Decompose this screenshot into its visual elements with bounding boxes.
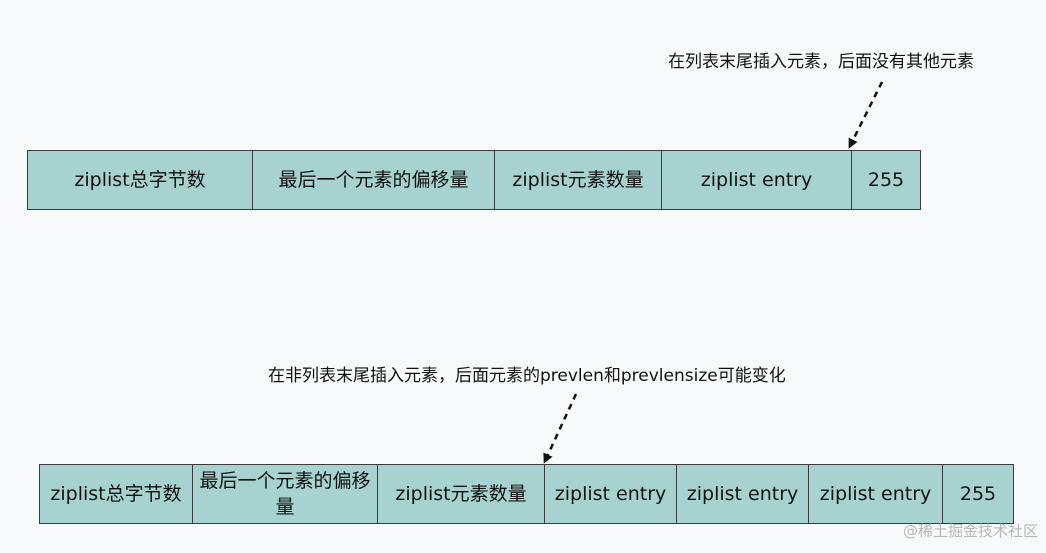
zlend-cell: 255 [942,464,1014,524]
caption-append-at-end: 在列表末尾插入元素，后面没有其他元素 [668,52,974,72]
insert-position-arrow-2 [543,393,578,464]
zllen-cell: ziplist元素数量 [377,464,545,524]
ziplist-layout-2: ziplist总字节数 最后一个元素的偏移量 ziplist元素数量 zipli… [39,464,1014,524]
zlend-cell: 255 [851,150,921,210]
entry-cell: ziplist entry [808,464,943,524]
zltail-cell: 最后一个元素的偏移量 [192,464,378,524]
zltail-cell: 最后一个元素的偏移量 [252,150,495,210]
entry-cell: ziplist entry [661,150,852,210]
caption-insert-in-middle: 在非列表末尾插入元素，后面元素的prevlen和prevlensize可能变化 [268,366,786,386]
entry-cell: ziplist entry [676,464,809,524]
entry-cell: ziplist entry [544,464,677,524]
watermark: @稀土掘金技术社区 [902,522,1038,540]
insert-position-arrow-1 [848,81,884,149]
zlbytes-cell: ziplist总字节数 [27,150,253,210]
zllen-cell: ziplist元素数量 [494,150,662,210]
zlbytes-cell: ziplist总字节数 [39,464,193,524]
ziplist-layout-1: ziplist总字节数 最后一个元素的偏移量 ziplist元素数量 zipli… [27,150,921,210]
